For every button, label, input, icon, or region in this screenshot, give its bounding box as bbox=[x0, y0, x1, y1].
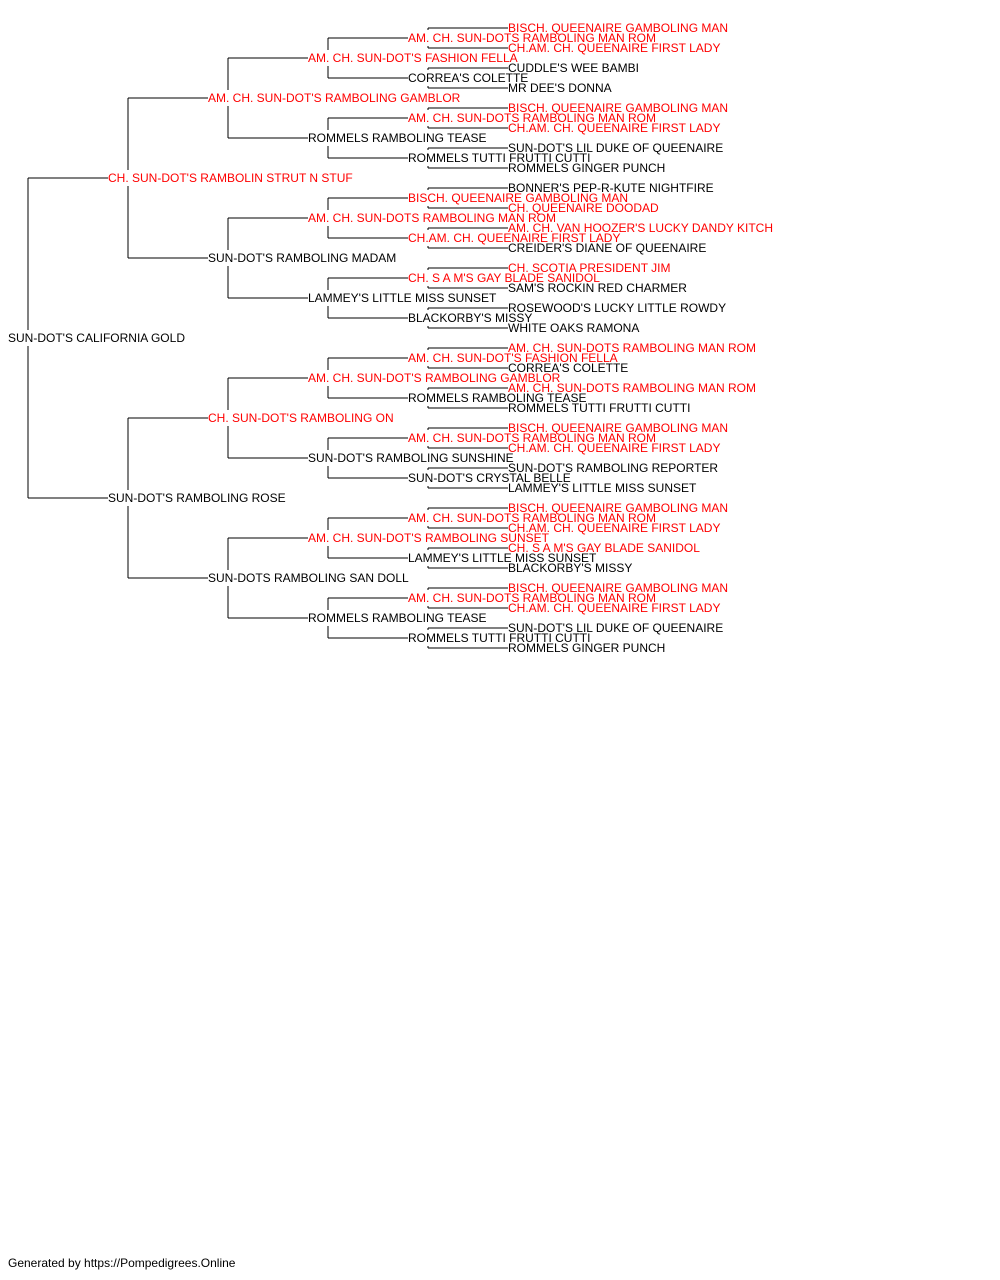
dog-name: BISCH. QUEENAIRE GAMBOLING MAN bbox=[508, 101, 728, 115]
dog-name: LAMMEY'S LITTLE MISS SUNSET bbox=[408, 551, 597, 565]
dog-name: AM. CH. SUN-DOT'S RAMBOLING GAMBLOR bbox=[308, 371, 561, 385]
dog-name: MR DEE'S DONNA bbox=[508, 81, 612, 95]
dog-name: SUN-DOT'S CALIFORNIA GOLD bbox=[8, 331, 185, 345]
dog-name: ROMMELS RAMBOLING TEASE bbox=[308, 131, 486, 145]
dog-name: BISCH. QUEENAIRE GAMBOLING MAN bbox=[508, 421, 728, 435]
dog-name: CH.AM. CH. QUEENAIRE FIRST LADY bbox=[408, 231, 620, 245]
dog-name: AM. CH. SUN-DOTS RAMBOLING MAN ROM bbox=[408, 511, 656, 525]
dog-name: SUN-DOT'S LIL DUKE OF QUEENAIRE bbox=[508, 141, 723, 155]
dog-name: AM. CH. SUN-DOTS RAMBOLING MAN ROM bbox=[408, 591, 656, 605]
dog-name: AM. CH. SUN-DOTS RAMBOLING MAN ROM bbox=[408, 431, 656, 445]
dog-name: CH.AM. CH. QUEENAIRE FIRST LADY bbox=[508, 521, 720, 535]
dog-name: SUN-DOT'S RAMBOLING ROSE bbox=[108, 491, 286, 505]
dog-name: AM. CH. SUN-DOT'S RAMBOLING SUNSET bbox=[308, 531, 550, 545]
dog-name: CH. SUN-DOT'S RAMBOLIN STRUT N STUF bbox=[108, 171, 353, 185]
dog-name: AM. CH. SUN-DOT'S FASHION FELLA bbox=[408, 351, 618, 365]
dog-name: CH.AM. CH. QUEENAIRE FIRST LADY bbox=[508, 601, 720, 615]
dog-name: CH.AM. CH. QUEENAIRE FIRST LADY bbox=[508, 41, 720, 55]
dog-name: AM. CH. SUN-DOTS RAMBOLING MAN ROM bbox=[408, 111, 656, 125]
dog-name: SUN-DOT'S LIL DUKE OF QUEENAIRE bbox=[508, 621, 723, 635]
dog-name: AM. CH. SUN-DOTS RAMBOLING MAN ROM bbox=[508, 381, 756, 395]
dog-name: SAM'S ROCKIN RED CHARMER bbox=[508, 281, 687, 295]
dog-name: BISCH. QUEENAIRE GAMBOLING MAN bbox=[508, 581, 728, 595]
dog-name: BISCH. QUEENAIRE GAMBOLING MAN bbox=[408, 191, 628, 205]
dog-name: AM. CH. SUN-DOT'S FASHION FELLA bbox=[308, 51, 518, 65]
dog-name: CH. SCOTIA PRESIDENT JIM bbox=[508, 261, 670, 275]
dog-name: BISCH. QUEENAIRE GAMBOLING MAN bbox=[508, 21, 728, 35]
dog-name: SUN-DOT'S CRYSTAL BELLE bbox=[408, 471, 571, 485]
dog-name: ROSEWOOD'S LUCKY LITTLE ROWDY bbox=[508, 301, 726, 315]
dog-name: CH. S A M'S GAY BLADE SANIDOL bbox=[508, 541, 700, 555]
dog-name: ROMMELS TUTTI FRUTTI CUTTI bbox=[408, 631, 590, 645]
dog-name: ROMMELS RAMBOLING TEASE bbox=[308, 611, 486, 625]
dog-name: CORREA'S COLETTE bbox=[508, 361, 628, 375]
dog-name: CORREA'S COLETTE bbox=[408, 71, 528, 85]
dog-name: AM. CH. VAN HOOZER'S LUCKY DANDY KITCH bbox=[508, 221, 773, 235]
dog-name: SUN-DOT'S RAMBOLING SUNSHINE bbox=[308, 451, 514, 465]
dog-name: BLACKORBY'S MISSY bbox=[408, 311, 532, 325]
dog-name: ROMMELS GINGER PUNCH bbox=[508, 641, 665, 655]
dog-name: CH. S A M'S GAY BLADE SANIDOL bbox=[408, 271, 600, 285]
dog-name: AM. CH. SUN-DOTS RAMBOLING MAN ROM bbox=[308, 211, 556, 225]
dog-name: BONNER'S PEP-R-KUTE NIGHTFIRE bbox=[508, 181, 714, 195]
dog-name: BLACKORBY'S MISSY bbox=[508, 561, 632, 575]
dog-name: CH.AM. CH. QUEENAIRE FIRST LADY bbox=[508, 441, 720, 455]
dog-name: ROMMELS TUTTI FRUTTI CUTTI bbox=[508, 401, 690, 415]
dog-name: CUDDLE'S WEE BAMBI bbox=[508, 61, 639, 75]
dog-name: CH.AM. CH. QUEENAIRE FIRST LADY bbox=[508, 121, 720, 135]
dog-name: SUN-DOT'S RAMBOLING REPORTER bbox=[508, 461, 718, 475]
dog-name: LAMMEY'S LITTLE MISS SUNSET bbox=[508, 481, 697, 495]
dog-name: ROMMELS RAMBOLING TEASE bbox=[408, 391, 586, 405]
dog-name: WHITE OAKS RAMONA bbox=[508, 321, 639, 335]
dog-name: AM. CH. SUN-DOTS RAMBOLING MAN ROM bbox=[508, 341, 756, 355]
dog-name: AM. CH. SUN-DOTS RAMBOLING MAN ROM bbox=[408, 31, 656, 45]
dog-name: AM. CH. SUN-DOT'S RAMBOLING GAMBLOR bbox=[208, 91, 461, 105]
footer-credit: Generated by https://Pompedigrees.Online bbox=[8, 1256, 236, 1270]
dog-name: LAMMEY'S LITTLE MISS SUNSET bbox=[308, 291, 497, 305]
dog-name: CH. SUN-DOT'S RAMBOLING ON bbox=[208, 411, 394, 425]
dog-name: BISCH. QUEENAIRE GAMBOLING MAN bbox=[508, 501, 728, 515]
dog-name: SUN-DOTS RAMBOLING SAN DOLL bbox=[208, 571, 409, 585]
dog-name: SUN-DOT'S RAMBOLING MADAM bbox=[208, 251, 396, 265]
dog-name: ROMMELS GINGER PUNCH bbox=[508, 161, 665, 175]
dog-name: CREIDER'S DIANE OF QUEENAIRE bbox=[508, 241, 706, 255]
dog-name: CH. QUEENAIRE DOODAD bbox=[508, 201, 659, 215]
dog-name: ROMMELS TUTTI FRUTTI CUTTI bbox=[408, 151, 590, 165]
